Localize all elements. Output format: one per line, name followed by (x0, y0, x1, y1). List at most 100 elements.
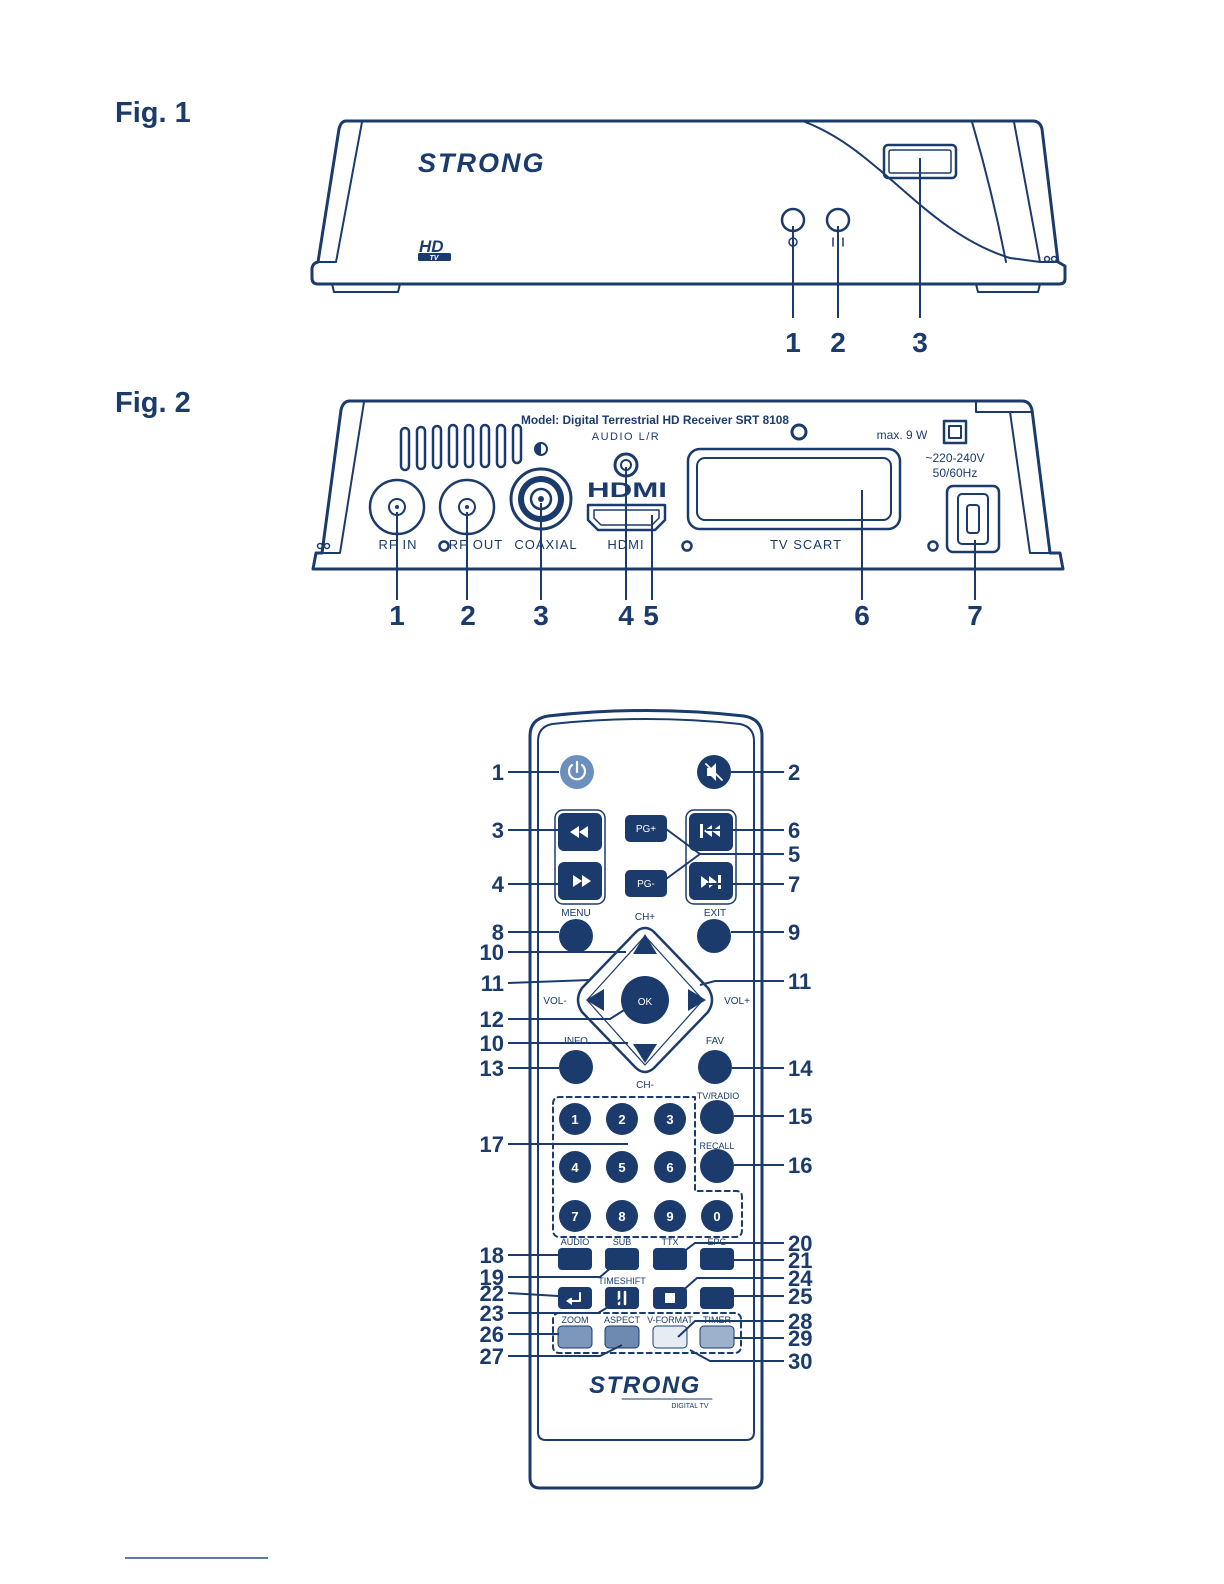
fig2-callout-2: 2 (460, 600, 476, 631)
remote-callout-1: 1 (492, 760, 504, 785)
number-pad: 1 2 3 4 5 6 7 8 9 0 (559, 1103, 733, 1232)
vol-minus-label: VOL- (543, 996, 566, 1007)
digit-label: 1 (571, 1112, 578, 1127)
timer-button (699, 1325, 735, 1349)
sub-label: SUB (613, 1237, 632, 1247)
audio-button (558, 1248, 592, 1270)
coaxial-indicator-icon (534, 442, 548, 456)
digit-button (701, 1200, 733, 1232)
digit-button (606, 1103, 638, 1135)
remote-callout-17: 17 (480, 1132, 504, 1157)
ch-plus-label: CH+ (635, 912, 655, 923)
epg-button (700, 1248, 734, 1270)
digit-button (654, 1200, 686, 1232)
digit-button (559, 1200, 591, 1232)
subtitle-button (605, 1248, 639, 1270)
tv-radio-button (700, 1100, 734, 1134)
fig2-callout-3: 3 (533, 600, 549, 631)
remote-callout-6: 6 (788, 818, 800, 843)
fav-button (698, 1050, 732, 1084)
v-format-label: V-FORMAT (647, 1315, 693, 1325)
hd-logo-sub: TV (430, 255, 440, 262)
remote-callout-27: 27 (480, 1344, 504, 1369)
digit-button (559, 1103, 591, 1135)
screw-hole (681, 540, 693, 552)
hd-logo-text: HD (419, 237, 444, 256)
remote-callout-24: 24 (788, 1266, 813, 1291)
aspect-label: ASPECT (604, 1315, 641, 1325)
ch-minus-label: CH- (636, 1080, 654, 1091)
strong-logo: STRONG (418, 148, 546, 178)
remote-callout-9: 9 (788, 920, 800, 945)
screw-mark (1050, 255, 1058, 263)
remote-callout-30: 30 (788, 1349, 812, 1374)
hd-tv-logo: HD TV (418, 237, 451, 262)
double-insulation-icon (942, 419, 968, 445)
timeshift-label: TIMESHIFT (598, 1276, 646, 1286)
colour-keys-outline (552, 1312, 742, 1354)
remote-leader-lines-left (507, 771, 633, 1357)
menu-label: MENU (561, 908, 590, 919)
fast-forward-icon (573, 875, 591, 887)
digit-label: 8 (618, 1209, 625, 1224)
ok-button (621, 976, 669, 1024)
fig1-callout-3: 3 (912, 327, 928, 358)
fig2-callout-5: 5 (643, 600, 659, 631)
remote-callout-16: 16 (788, 1153, 812, 1178)
remote-strong-logo: STRONG (589, 1372, 701, 1399)
fig1-callout-1: 1 (785, 327, 801, 358)
remote-callout-10-up: 10 (480, 940, 504, 965)
fav-label: FAV (706, 1036, 724, 1047)
mute-icon (705, 763, 723, 781)
fig1-title: Fig. 1 (115, 97, 191, 129)
remote-callout-8: 8 (492, 920, 504, 945)
page-down-label: PG- (637, 879, 655, 890)
return-arrow-icon (566, 1292, 581, 1305)
prev-next-group (685, 809, 737, 905)
navigation-pad (576, 926, 714, 1074)
remote-callout-11-left: 11 (481, 971, 504, 996)
tv-scart-label: TV SCART (770, 537, 842, 552)
digit-label: 9 (666, 1209, 673, 1224)
ok-label: OK (638, 997, 653, 1008)
voltage-label: ~220-240V (925, 451, 984, 465)
remote-callout-25: 25 (788, 1284, 812, 1309)
remote-callout-10-down: 10 (480, 1031, 504, 1056)
remote-callout-26: 26 (480, 1322, 504, 1347)
digit-label: 6 (666, 1160, 673, 1175)
fig2-callout-4: 4 (618, 600, 634, 631)
remote-callout-22: 22 (480, 1281, 504, 1306)
digit-label: 5 (618, 1160, 625, 1175)
arrow-left-icon (586, 989, 604, 1011)
screw-mark (316, 542, 324, 550)
screw-hole (438, 540, 450, 552)
remote-callout-7: 7 (788, 872, 800, 897)
exit-button (697, 919, 731, 953)
zoom-label: ZOOM (562, 1315, 589, 1325)
digit-label: 3 (666, 1112, 673, 1127)
remote-control: PG+ PG- MENU EXIT CH+ OK VOL- VOL+ CH- I… (480, 709, 813, 1490)
fig2-title: Fig. 2 (115, 387, 191, 419)
audio-label: AUDIO (561, 1237, 590, 1247)
rewind-forward-group (554, 809, 606, 905)
screw-mark (1043, 255, 1051, 263)
receiver-back-panel: Model: Digital Terrestrial HD Receiver S… (311, 399, 1065, 631)
screw-mark (323, 542, 331, 550)
remote-callout-4: 4 (492, 872, 505, 897)
fig2-callout-6: 6 (854, 600, 870, 631)
remote-leader-lines-right (661, 771, 784, 1362)
digit-button (606, 1151, 638, 1183)
teletext-button (653, 1248, 687, 1270)
remote-brand-sub: DIGITAL TV (671, 1403, 709, 1410)
remote-callout-29: 29 (788, 1326, 812, 1351)
aspect-button (604, 1325, 640, 1349)
remote-callout-3: 3 (492, 818, 504, 843)
remote-callout-20: 20 (788, 1231, 812, 1256)
record-button (700, 1287, 734, 1309)
fig2-callout-1: 1 (389, 600, 405, 631)
remote-callout-12: 12 (480, 1007, 504, 1032)
audio-lr-label: AUDIO L/R (592, 431, 661, 443)
model-label: Model: Digital Terrestrial HD Receiver S… (521, 413, 789, 427)
